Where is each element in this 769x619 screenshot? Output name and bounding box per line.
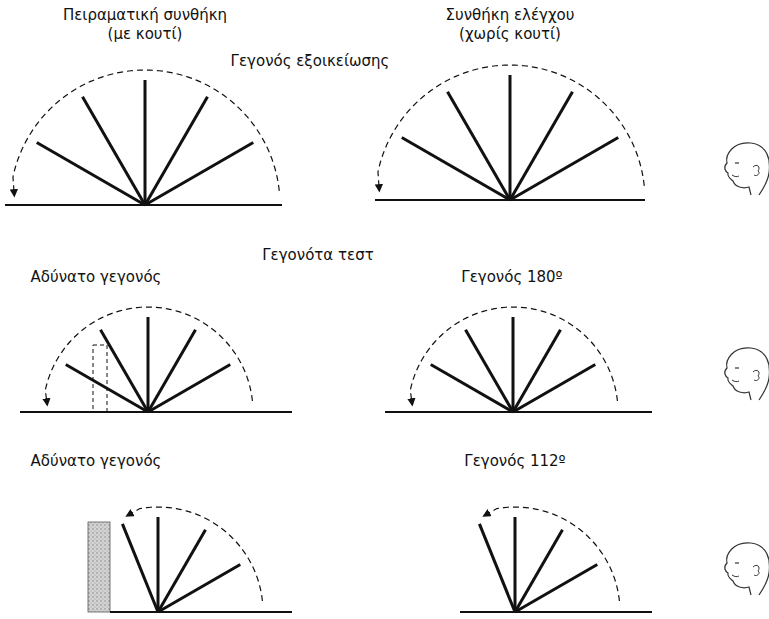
event-label: Γεγονός 112º xyxy=(462,452,567,471)
rotation-arrow xyxy=(410,307,617,405)
drawbridge-fan xyxy=(460,507,652,612)
floor-line xyxy=(460,611,652,613)
rotation-arrow xyxy=(127,507,263,601)
phase-heading: Γεγονός εξοικείωσης xyxy=(229,52,392,71)
screen-position xyxy=(83,97,146,205)
event-label: Γεγονός 180º xyxy=(459,268,564,287)
screen-position xyxy=(122,524,158,612)
event-label: Αδύνατο γεγονός xyxy=(29,452,164,471)
drawbridge-fan xyxy=(385,307,652,412)
event-label: Αδύνατο γεγονός xyxy=(29,268,164,287)
drawbridge-fan xyxy=(110,507,292,612)
screen-position xyxy=(431,365,513,413)
rotation-arrow xyxy=(378,65,644,191)
hidden-box-outline xyxy=(93,345,107,412)
infant-head xyxy=(725,348,769,400)
phase-heading: Γεγονότα τεστ xyxy=(260,246,375,265)
screen-position xyxy=(144,80,147,205)
screen-position xyxy=(514,517,517,612)
screen-position xyxy=(479,524,515,612)
screen-position xyxy=(512,317,515,412)
screen-position xyxy=(158,530,206,612)
infant-head xyxy=(725,543,769,595)
screen-position xyxy=(448,92,511,200)
drawbridge-fan xyxy=(375,65,645,200)
rotation-arrow xyxy=(484,507,620,601)
condition-heading: Συνθήκη ελέγχου (χωρίς κουτί) xyxy=(428,6,592,44)
screen-position xyxy=(147,317,150,412)
screen-position xyxy=(510,92,573,200)
screen-position xyxy=(148,330,196,412)
screen-position xyxy=(145,143,253,206)
infant-head xyxy=(725,143,769,195)
box xyxy=(88,522,110,612)
screen-position xyxy=(513,330,561,412)
rotation-arrow xyxy=(45,307,252,405)
rotation-arrow xyxy=(13,70,279,196)
condition-heading: Πειραματική συνθήκη (με κουτί) xyxy=(56,6,235,44)
screen-position xyxy=(510,138,618,201)
floor-line xyxy=(110,611,292,613)
screen-position xyxy=(509,75,512,200)
screen-position xyxy=(37,143,145,206)
screen-position xyxy=(145,97,208,205)
floor-line xyxy=(20,411,292,413)
screen-position xyxy=(157,517,160,612)
drawbridge-fan xyxy=(20,307,292,412)
drawbridge-fan xyxy=(5,70,282,205)
screen-position xyxy=(402,138,510,201)
floor-line xyxy=(385,411,652,413)
screen-position xyxy=(515,530,563,612)
